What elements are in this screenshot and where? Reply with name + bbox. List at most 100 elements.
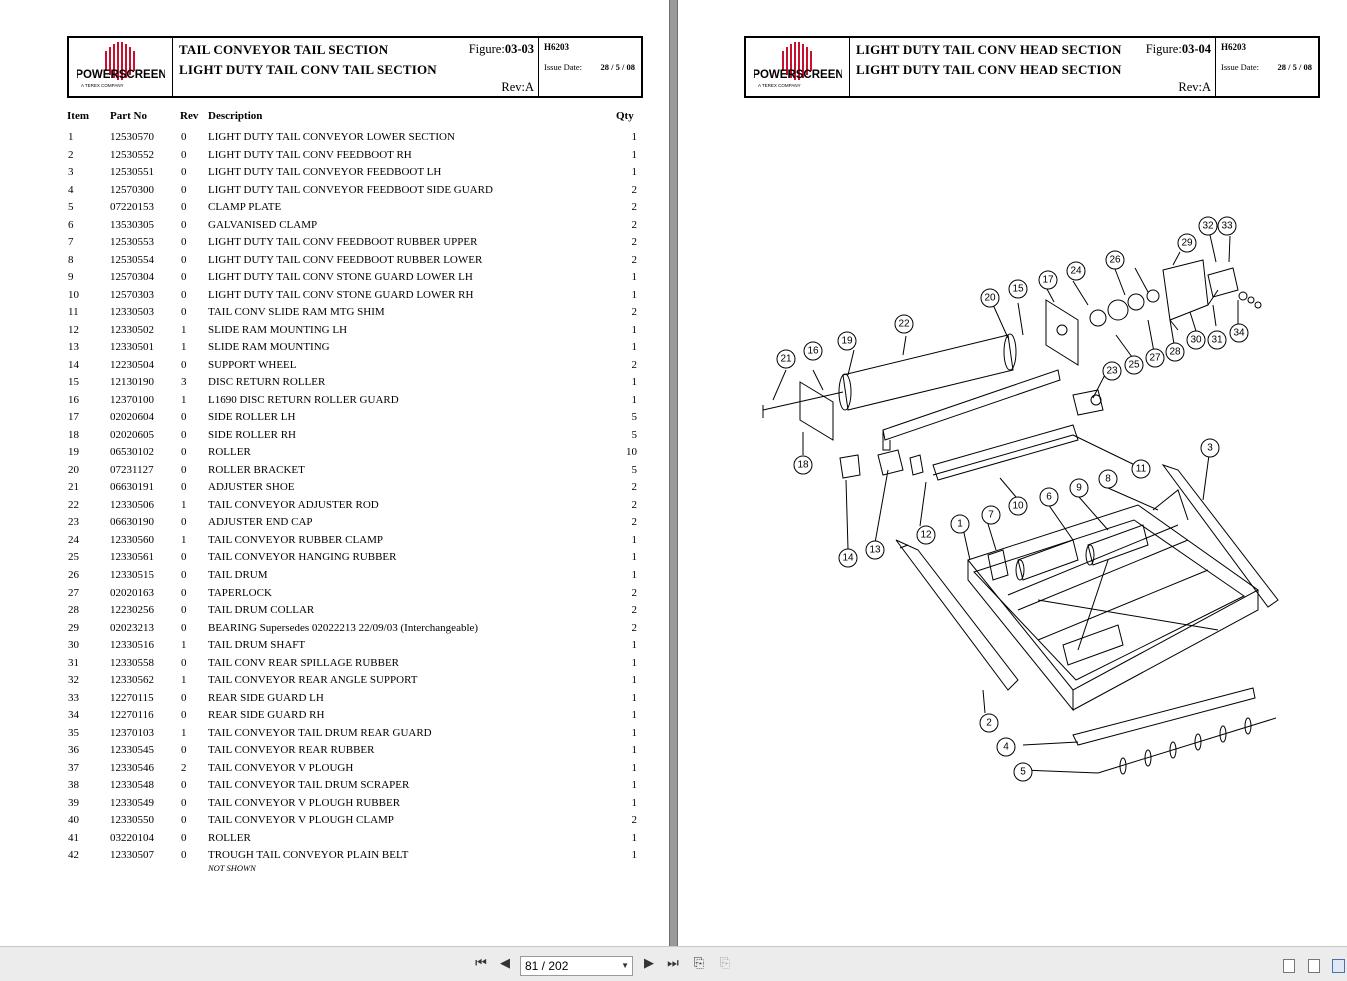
cell-description: LIGHT DUTY TAIL CONVEYOR LOWER SECTION [208, 131, 455, 143]
cell-part-number: 12370103 [110, 726, 154, 739]
cell-rev: 3 [181, 376, 187, 389]
callout-number: 13 [869, 545, 881, 556]
cell-qty: 1 [631, 744, 638, 757]
cell-part-number: 12570300 [110, 183, 154, 196]
cell-qty: 1 [631, 376, 638, 389]
cell-qty: 2 [631, 306, 638, 319]
cell-part-number: 12330502 [110, 323, 154, 336]
cell-part-number: 12330515 [110, 569, 154, 581]
logo-subtext: A TEREX COMPANY [758, 83, 801, 88]
cell-part-number: 02023213 [110, 621, 154, 634]
cell-qty: 2 [631, 183, 638, 196]
previous-view-icon[interactable]: ⎘ [693, 956, 705, 971]
cell-rev: 0 [181, 481, 187, 494]
callout-26: 26 [1105, 250, 1125, 270]
logo-text: POWERSCREEN [754, 69, 842, 81]
cell-description: LIGHT DUTY TAIL CONV FEEDBOOT RUBBER LOW… [208, 253, 483, 266]
page-title: TAIL CONVEYOR TAIL SECTION [179, 42, 389, 57]
cell-rev: 0 [181, 604, 187, 617]
cell-qty: 2 [631, 253, 638, 266]
single-page-icon[interactable] [1283, 959, 1295, 973]
cell-item: 19 [68, 446, 79, 459]
cell-item: 27 [68, 586, 79, 599]
cell-rev: 0 [181, 621, 187, 634]
continuous-icon[interactable] [1308, 959, 1320, 973]
cell-qty: 1 [631, 148, 638, 161]
issue-date: 28 / 5 / 08 [600, 62, 635, 72]
cell-description: TAPERLOCK [208, 586, 272, 599]
callout-29: 29 [1177, 233, 1197, 253]
cell-item: 4 [68, 183, 74, 196]
cell-qty: 10 [626, 446, 637, 459]
callout-12: 12 [916, 525, 936, 545]
callout-33: 33 [1217, 216, 1237, 236]
cell-rev: 1 [181, 393, 187, 406]
cell-qty: 1 [631, 761, 638, 774]
cell-description: ROLLER [208, 831, 251, 844]
cell-part-number: 12330506 [110, 498, 154, 511]
prev-page-icon[interactable]: ◀ [500, 956, 510, 971]
cell-rev: 1 [181, 639, 187, 652]
cell-item: 28 [68, 604, 79, 617]
callout-number: 16 [807, 346, 819, 357]
cell-description: LIGHT DUTY TAIL CONVEYOR FEEDBOOT LH [208, 166, 442, 179]
cell-qty: 2 [631, 604, 638, 617]
cell-qty: 2 [631, 358, 638, 371]
cell-description: ROLLER [208, 446, 251, 459]
issue-date-label: Issue Date: [544, 62, 583, 72]
cell-part-number: 12330550 [110, 814, 154, 827]
cell-qty: 1 [631, 779, 638, 792]
callout-21: 21 [776, 349, 796, 369]
cell-qty: 1 [631, 796, 638, 809]
cell-part-number: 03220104 [110, 831, 154, 844]
cell-item: 29 [68, 621, 79, 634]
cell-description: TAIL DRUM [208, 569, 268, 581]
callout-23: 23 [1102, 361, 1122, 381]
cell-description: L1690 DISC RETURN ROLLER GUARD [208, 393, 399, 406]
next-page-icon[interactable]: ▶ [644, 956, 654, 971]
cell-description: TROUGH TAIL CONVEYOR PLAIN BELT [208, 849, 409, 862]
callout-9: 9 [1069, 478, 1089, 498]
facing-pages-icon[interactable] [1332, 959, 1345, 973]
page-indicator: 81 / 202 [525, 959, 569, 973]
cell-qty: 1 [631, 131, 638, 143]
callout-18: 18 [793, 455, 813, 475]
callout-number: 29 [1181, 238, 1193, 249]
issue-date: 28 / 5 / 08 [1277, 62, 1312, 72]
first-page-icon[interactable]: ⏮ [475, 956, 487, 971]
callout-number: 6 [1046, 492, 1052, 503]
cell-part-number: 12330548 [110, 779, 154, 792]
callout-22: 22 [894, 314, 914, 334]
next-view-icon[interactable]: ⎘ [719, 956, 731, 971]
cell-part-number: 12230256 [110, 604, 154, 617]
cell-qty: 2 [631, 814, 638, 827]
callout-11: 11 [1131, 459, 1151, 479]
callout-number: 8 [1105, 474, 1111, 485]
cell-part-number: 13530305 [110, 218, 154, 231]
cell-description: SIDE ROLLER LH [208, 411, 296, 424]
chevron-down-icon[interactable]: ▼ [621, 961, 629, 970]
callout-10: 10 [1008, 496, 1028, 516]
cell-item: 20 [68, 463, 79, 476]
cell-part-number: 06530102 [110, 446, 154, 459]
page-number-input[interactable]: 81 / 202 ▼ [520, 956, 633, 976]
callout-5: 5 [1013, 762, 1033, 782]
last-page-icon[interactable]: ⏭ [667, 956, 679, 971]
callout-34: 34 [1229, 323, 1249, 343]
cell-part-number: 12530552 [110, 148, 154, 161]
cell-item: 10 [68, 288, 79, 301]
cell-qty: 2 [631, 481, 638, 494]
cell-part-number: 02020605 [110, 428, 154, 441]
